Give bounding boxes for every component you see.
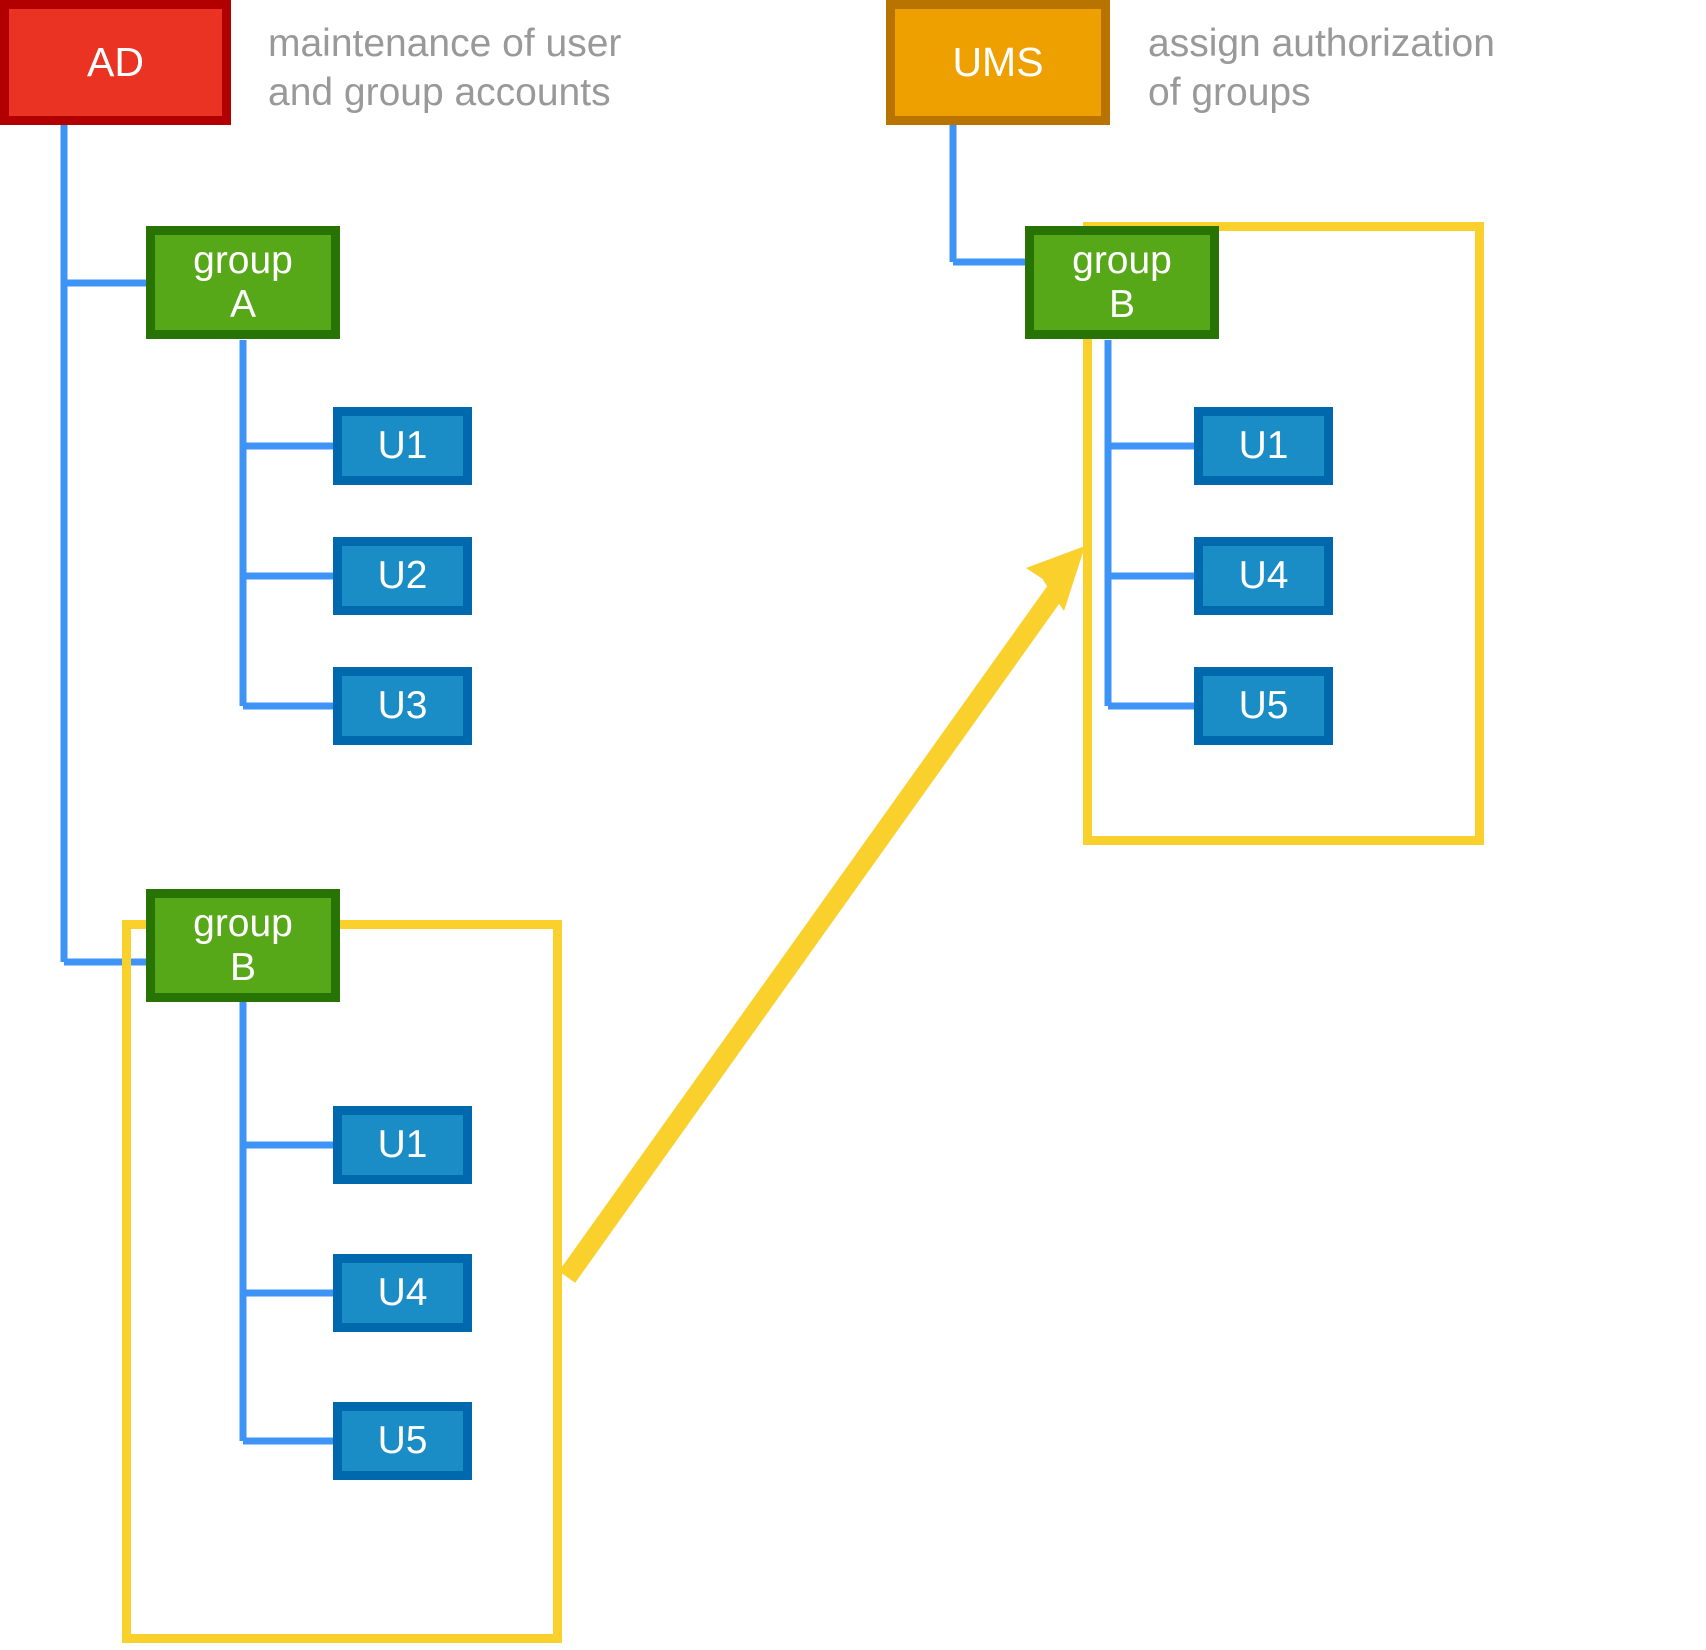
node-ums-group-b-user-5[interactable]: U5 bbox=[1194, 667, 1333, 745]
ad-caption: maintenance of user and group accounts bbox=[268, 22, 622, 114]
node-label: U5 bbox=[377, 1419, 428, 1463]
node-ad-group-b-user-5[interactable]: U5 bbox=[333, 1402, 472, 1480]
node-ad-group-b-label: group B bbox=[193, 901, 293, 989]
mapping-arrow bbox=[558, 546, 1085, 1283]
node-ad-group-a-user-2[interactable]: U2 bbox=[333, 537, 472, 615]
node-ums-group-b-user-1[interactable]: U1 bbox=[1194, 407, 1333, 485]
node-ums-group-b[interactable]: group B bbox=[1025, 226, 1219, 339]
node-label: U4 bbox=[1238, 554, 1289, 598]
node-ums[interactable]: UMS bbox=[886, 0, 1110, 125]
node-label: U4 bbox=[377, 1271, 428, 1315]
node-label: U1 bbox=[377, 1123, 428, 1167]
node-ums-group-b-label: group B bbox=[1072, 238, 1172, 326]
node-group-a[interactable]: group A bbox=[146, 226, 340, 339]
node-ums-label: UMS bbox=[952, 38, 1044, 85]
node-ad-group-b[interactable]: group B bbox=[146, 889, 340, 1002]
node-group-a-label: group A bbox=[193, 238, 293, 326]
node-label: U1 bbox=[377, 424, 428, 468]
node-label: U3 bbox=[377, 684, 428, 728]
node-ad-group-b-user-1[interactable]: U1 bbox=[333, 1106, 472, 1184]
node-ad-group-b-user-4[interactable]: U4 bbox=[333, 1254, 472, 1332]
node-ad-group-a-user-1[interactable]: U1 bbox=[333, 407, 472, 485]
node-ad-label: AD bbox=[87, 38, 144, 85]
node-label: U5 bbox=[1238, 684, 1289, 728]
node-ad[interactable]: AD bbox=[0, 0, 231, 125]
ums-group-b-container bbox=[1083, 222, 1484, 845]
ad-group-b-container bbox=[122, 920, 562, 1643]
node-ad-group-a-user-3[interactable]: U3 bbox=[333, 667, 472, 745]
node-label: U2 bbox=[377, 554, 428, 598]
ums-caption: assign authorization of groups bbox=[1148, 22, 1495, 114]
node-ums-group-b-user-4[interactable]: U4 bbox=[1194, 537, 1333, 615]
node-label: U1 bbox=[1238, 424, 1289, 468]
